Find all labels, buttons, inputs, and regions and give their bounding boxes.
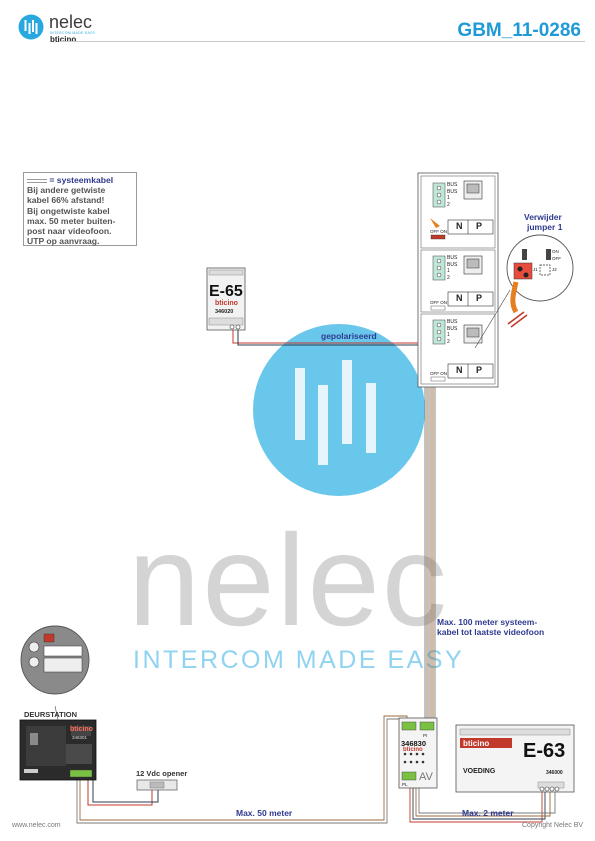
vp2-np-p: P <box>476 293 483 303</box>
document-code: GBM_11-0286 <box>457 20 581 41</box>
brand-partner: bticino <box>50 35 77 44</box>
jumper-detail <box>474 234 574 349</box>
nelec-logo-icon <box>18 14 44 40</box>
cable-av-to-e63 <box>409 788 556 823</box>
e65-part: 346020 <box>215 309 234 315</box>
footer-copyright: Copyright Nelec BV <box>522 822 584 829</box>
vp2-switch-label: OFF ON <box>430 300 447 305</box>
vp3-switch-label: OFF ON <box>430 371 447 376</box>
vp3-np-p: P <box>476 365 483 375</box>
av-brand: bticino <box>403 747 423 753</box>
e65-brand: bticino <box>215 300 238 307</box>
e65-module <box>206 267 246 331</box>
label-max50: Max. 50 meter <box>236 808 293 818</box>
brand-name: nelec <box>49 12 93 32</box>
av-port-pl: PL <box>402 782 408 787</box>
av-mark: AV <box>419 771 433 783</box>
vp1-np: N <box>456 221 463 231</box>
brand-tagline: INTERCOM MADE EASY <box>50 31 96 35</box>
label-polarised: gepolariseerd <box>321 331 377 341</box>
legend-line: UTP op aanvraag. <box>27 236 100 247</box>
legend-line: Bij ongetwiste kabel <box>27 205 110 216</box>
legend-line: kabel 66% afstand! <box>27 195 105 206</box>
e63-module <box>455 724 575 793</box>
label-opener: 12 Vdc opener <box>136 769 188 778</box>
door-opener <box>136 779 178 791</box>
jumper-j2-label: J2 <box>552 267 557 272</box>
footer-website: www.nelec.com <box>12 822 61 829</box>
brand-logo: nelec INTERCOM MADE EASY bticino <box>18 12 128 44</box>
system-cable-key-icon <box>27 178 47 183</box>
label-max100-1: Max. 100 meter systeem- <box>437 617 538 627</box>
label-max100-2: kabel tot laatste videofoon <box>437 627 545 637</box>
legend-line: max. 50 meter buiten- <box>27 215 116 226</box>
av-module <box>398 717 438 789</box>
videophone-unit-3 <box>420 313 496 385</box>
door-panel-part: 346301 <box>72 735 88 740</box>
vp1-switch-label: OFF ON <box>430 229 447 234</box>
av-part: 346830 <box>401 739 427 748</box>
vp2-terminals: BUS BUS 1 2 <box>447 255 458 281</box>
header-divider <box>60 41 585 42</box>
label-max2: Max. 2 meter <box>462 808 514 818</box>
watermark-tagline: INTERCOM MADE EASY <box>133 646 465 674</box>
e63-part: 346000 <box>546 770 563 776</box>
videophone-stack <box>417 172 499 388</box>
legend-line: post naar videofoon. <box>27 226 112 237</box>
videophone-unit-2 <box>420 249 496 313</box>
vp3-np-n: N <box>456 365 463 375</box>
e63-brand: bticino <box>463 739 490 748</box>
vp1-terminals: BUS BUS 1 2 <box>447 182 458 208</box>
vp1-np-p: P <box>476 221 483 231</box>
videophone-unit-1 <box>420 175 496 249</box>
watermark-word: nelec <box>128 507 449 653</box>
cable-e65-bus <box>232 330 434 346</box>
legend-key-label: = systeemkabel <box>49 175 114 185</box>
vp2-np-n: N <box>456 293 463 303</box>
jumper-off-label: OFF <box>552 256 561 261</box>
door-panel-brand: bticino <box>70 726 93 733</box>
e63-model: E-63 <box>523 740 566 762</box>
av-port-pi: PI <box>423 733 428 738</box>
e65-model: E-65 <box>209 283 243 300</box>
e63-label: VOEDING <box>463 768 496 775</box>
jumper-j1-label: J1 <box>533 267 538 272</box>
label-remove-jumper-1: Verwijder <box>524 212 562 222</box>
connector-detail <box>20 625 90 721</box>
jumper-on-label: ON <box>552 249 559 254</box>
vp3-terminals: BUS BUS 1 2 <box>447 319 458 345</box>
cable-opener <box>87 780 159 806</box>
label-door-station: DEURSTATION <box>24 710 78 719</box>
cable-panel-to-av <box>76 715 408 824</box>
label-remove-jumper-2: jumper 1 <box>527 222 563 232</box>
door-station <box>19 719 97 781</box>
cable-legend: = systeemkabel Bij andere getwiste kabel… <box>23 172 137 246</box>
legend-line: Bij andere getwiste <box>27 185 106 196</box>
